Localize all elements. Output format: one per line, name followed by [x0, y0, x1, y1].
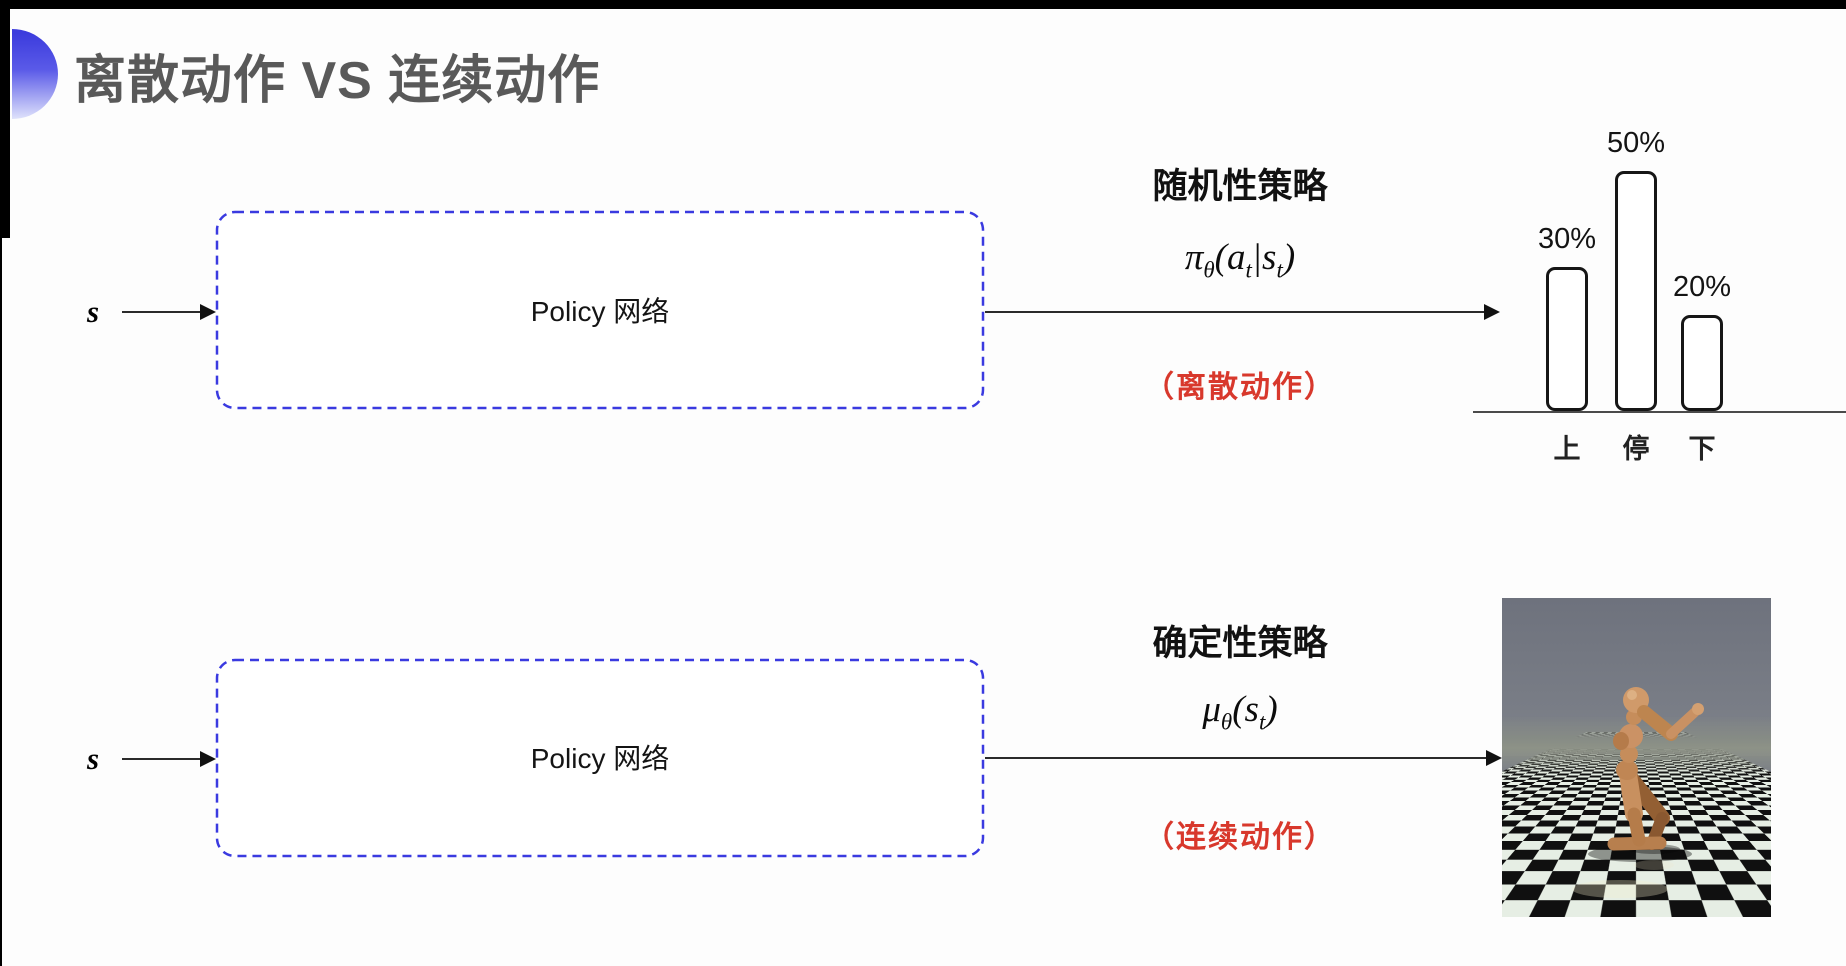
arrowhead-icon — [200, 304, 216, 320]
humanoid-robot — [1572, 687, 1704, 898]
policy-network-box-bottom — [215, 658, 985, 858]
chart-baseline — [1473, 411, 1846, 413]
bar-value-label: 20% — [1672, 271, 1732, 303]
deterministic-policy-formula: μθ(st) — [1202, 689, 1278, 735]
left-edge-line — [0, 0, 2, 966]
bar-value-label: 50% — [1606, 127, 1666, 159]
humanoid-simulation-image — [1502, 598, 1771, 917]
stochastic-policy-title: 随机性策略 — [1152, 167, 1328, 206]
arrowhead-icon — [200, 751, 216, 767]
left-letterbox-bar — [0, 0, 10, 238]
action-probability-chart: 30% 上 50% 停 20% 下 — [1473, 95, 1846, 464]
continuous-action-note: （连续动作） — [1144, 821, 1336, 854]
policy-network-label-bottom: Policy 网络 — [530, 743, 670, 774]
bar-category-label: 停 — [1622, 434, 1650, 464]
bar-value-label: 30% — [1537, 223, 1597, 255]
state-input-label-bottom: s — [86, 741, 100, 776]
bar — [1615, 171, 1657, 411]
arrowhead-icon — [1484, 304, 1500, 320]
arrowhead-icon — [1486, 750, 1502, 766]
arrow-policy-to-output-top — [985, 311, 1485, 313]
arrow-state-to-policy-bottom — [122, 758, 202, 760]
bar-category-label: 上 — [1553, 434, 1581, 464]
title-bullet-icon — [12, 29, 58, 119]
policy-network-label-top: Policy 网络 — [530, 296, 670, 327]
top-letterbox-bar — [0, 0, 1846, 9]
state-input-label-top: s — [86, 294, 100, 329]
arrow-state-to-policy-top — [122, 311, 202, 313]
deterministic-policy-title: 确定性策略 — [1152, 624, 1328, 663]
bar-category-label: 下 — [1688, 434, 1716, 464]
stochastic-policy-formula: πθ(at|st) — [1184, 237, 1296, 283]
bar — [1546, 267, 1588, 411]
bar — [1681, 315, 1723, 411]
arrow-policy-to-output-bottom — [985, 757, 1487, 759]
policy-network-box-top — [215, 210, 985, 410]
page-title: 离散动作 VS 连续动作 — [74, 52, 601, 110]
discrete-action-note: （离散动作） — [1144, 371, 1336, 404]
